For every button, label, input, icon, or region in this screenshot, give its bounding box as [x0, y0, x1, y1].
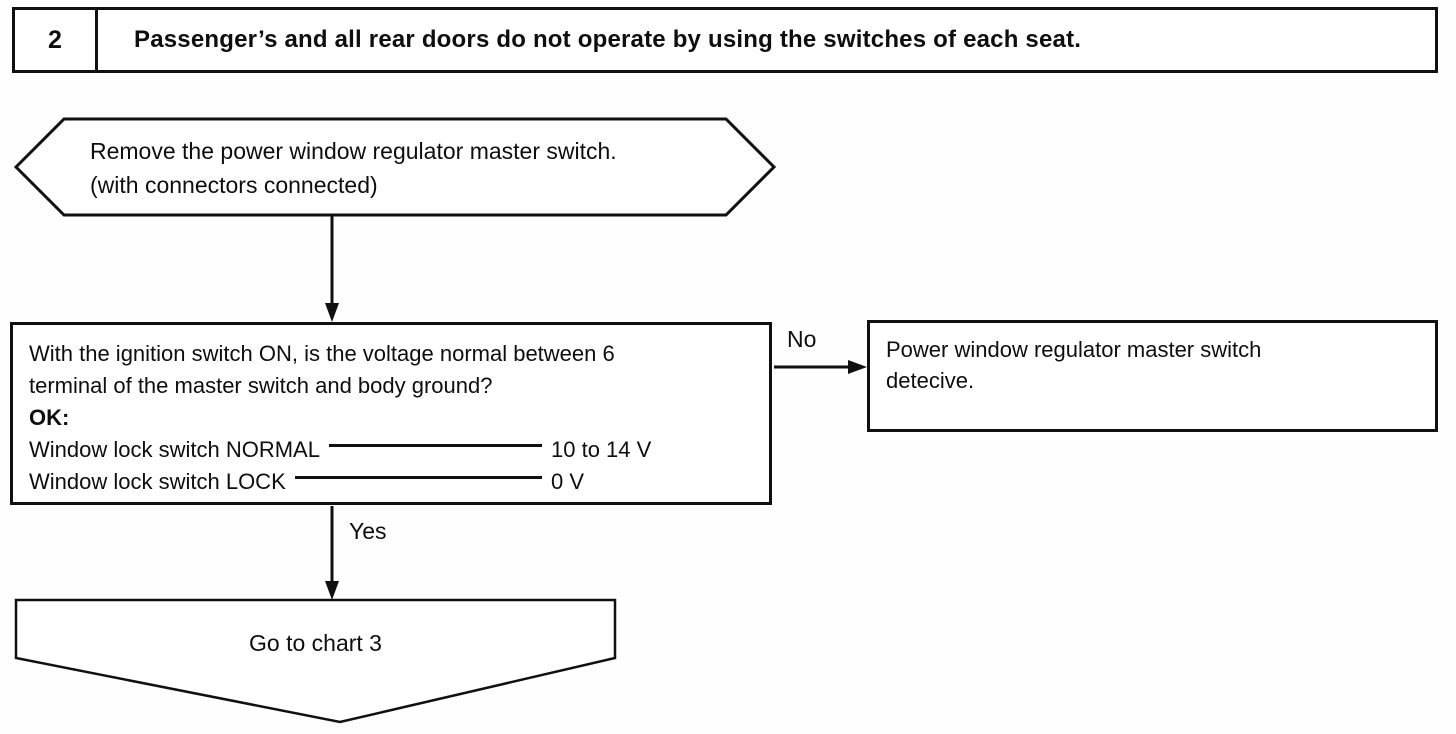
decision-box: With the ignition switch ON, is the volt… [10, 322, 772, 505]
condition-row: Window lock switch LOCK 0 V [29, 466, 673, 498]
condition-row: Window lock switch NORMAL 10 to 14 V [29, 434, 673, 466]
offpage-connector-text: Go to chart 3 [249, 630, 382, 656]
leader-line [328, 434, 542, 447]
chart-header: 2 Passenger’s and all rear doors do not … [12, 7, 1438, 73]
chart-step-number: 2 [15, 10, 98, 70]
condition-label: Window lock switch LOCK [29, 469, 286, 494]
decision-ok-label: OK: [29, 405, 70, 430]
start-step-text: Remove the power window regulator master… [90, 138, 617, 198]
no-branch-label: No [787, 326, 817, 352]
condition-value: 0 V [551, 469, 585, 494]
decision-question: With the ignition switch ON, is the volt… [29, 341, 615, 398]
condition-label: Window lock switch NORMAL [29, 437, 320, 462]
condition-value: 10 to 14 V [551, 437, 652, 462]
chart-title: Passenger’s and all rear doors do not op… [134, 26, 1082, 53]
no-result-box: Power window regulator master switch det… [867, 320, 1438, 432]
arrow-no-branch [774, 360, 867, 374]
leader-line [294, 466, 542, 479]
offpage-connector-shape [14, 598, 617, 724]
yes-branch-label: Yes [349, 518, 387, 544]
arrow-yes-branch [325, 506, 339, 600]
arrow-start-to-decision [325, 216, 339, 322]
no-result-text: Power window regulator master switch det… [886, 337, 1262, 393]
start-terminator-shape [13, 117, 777, 217]
